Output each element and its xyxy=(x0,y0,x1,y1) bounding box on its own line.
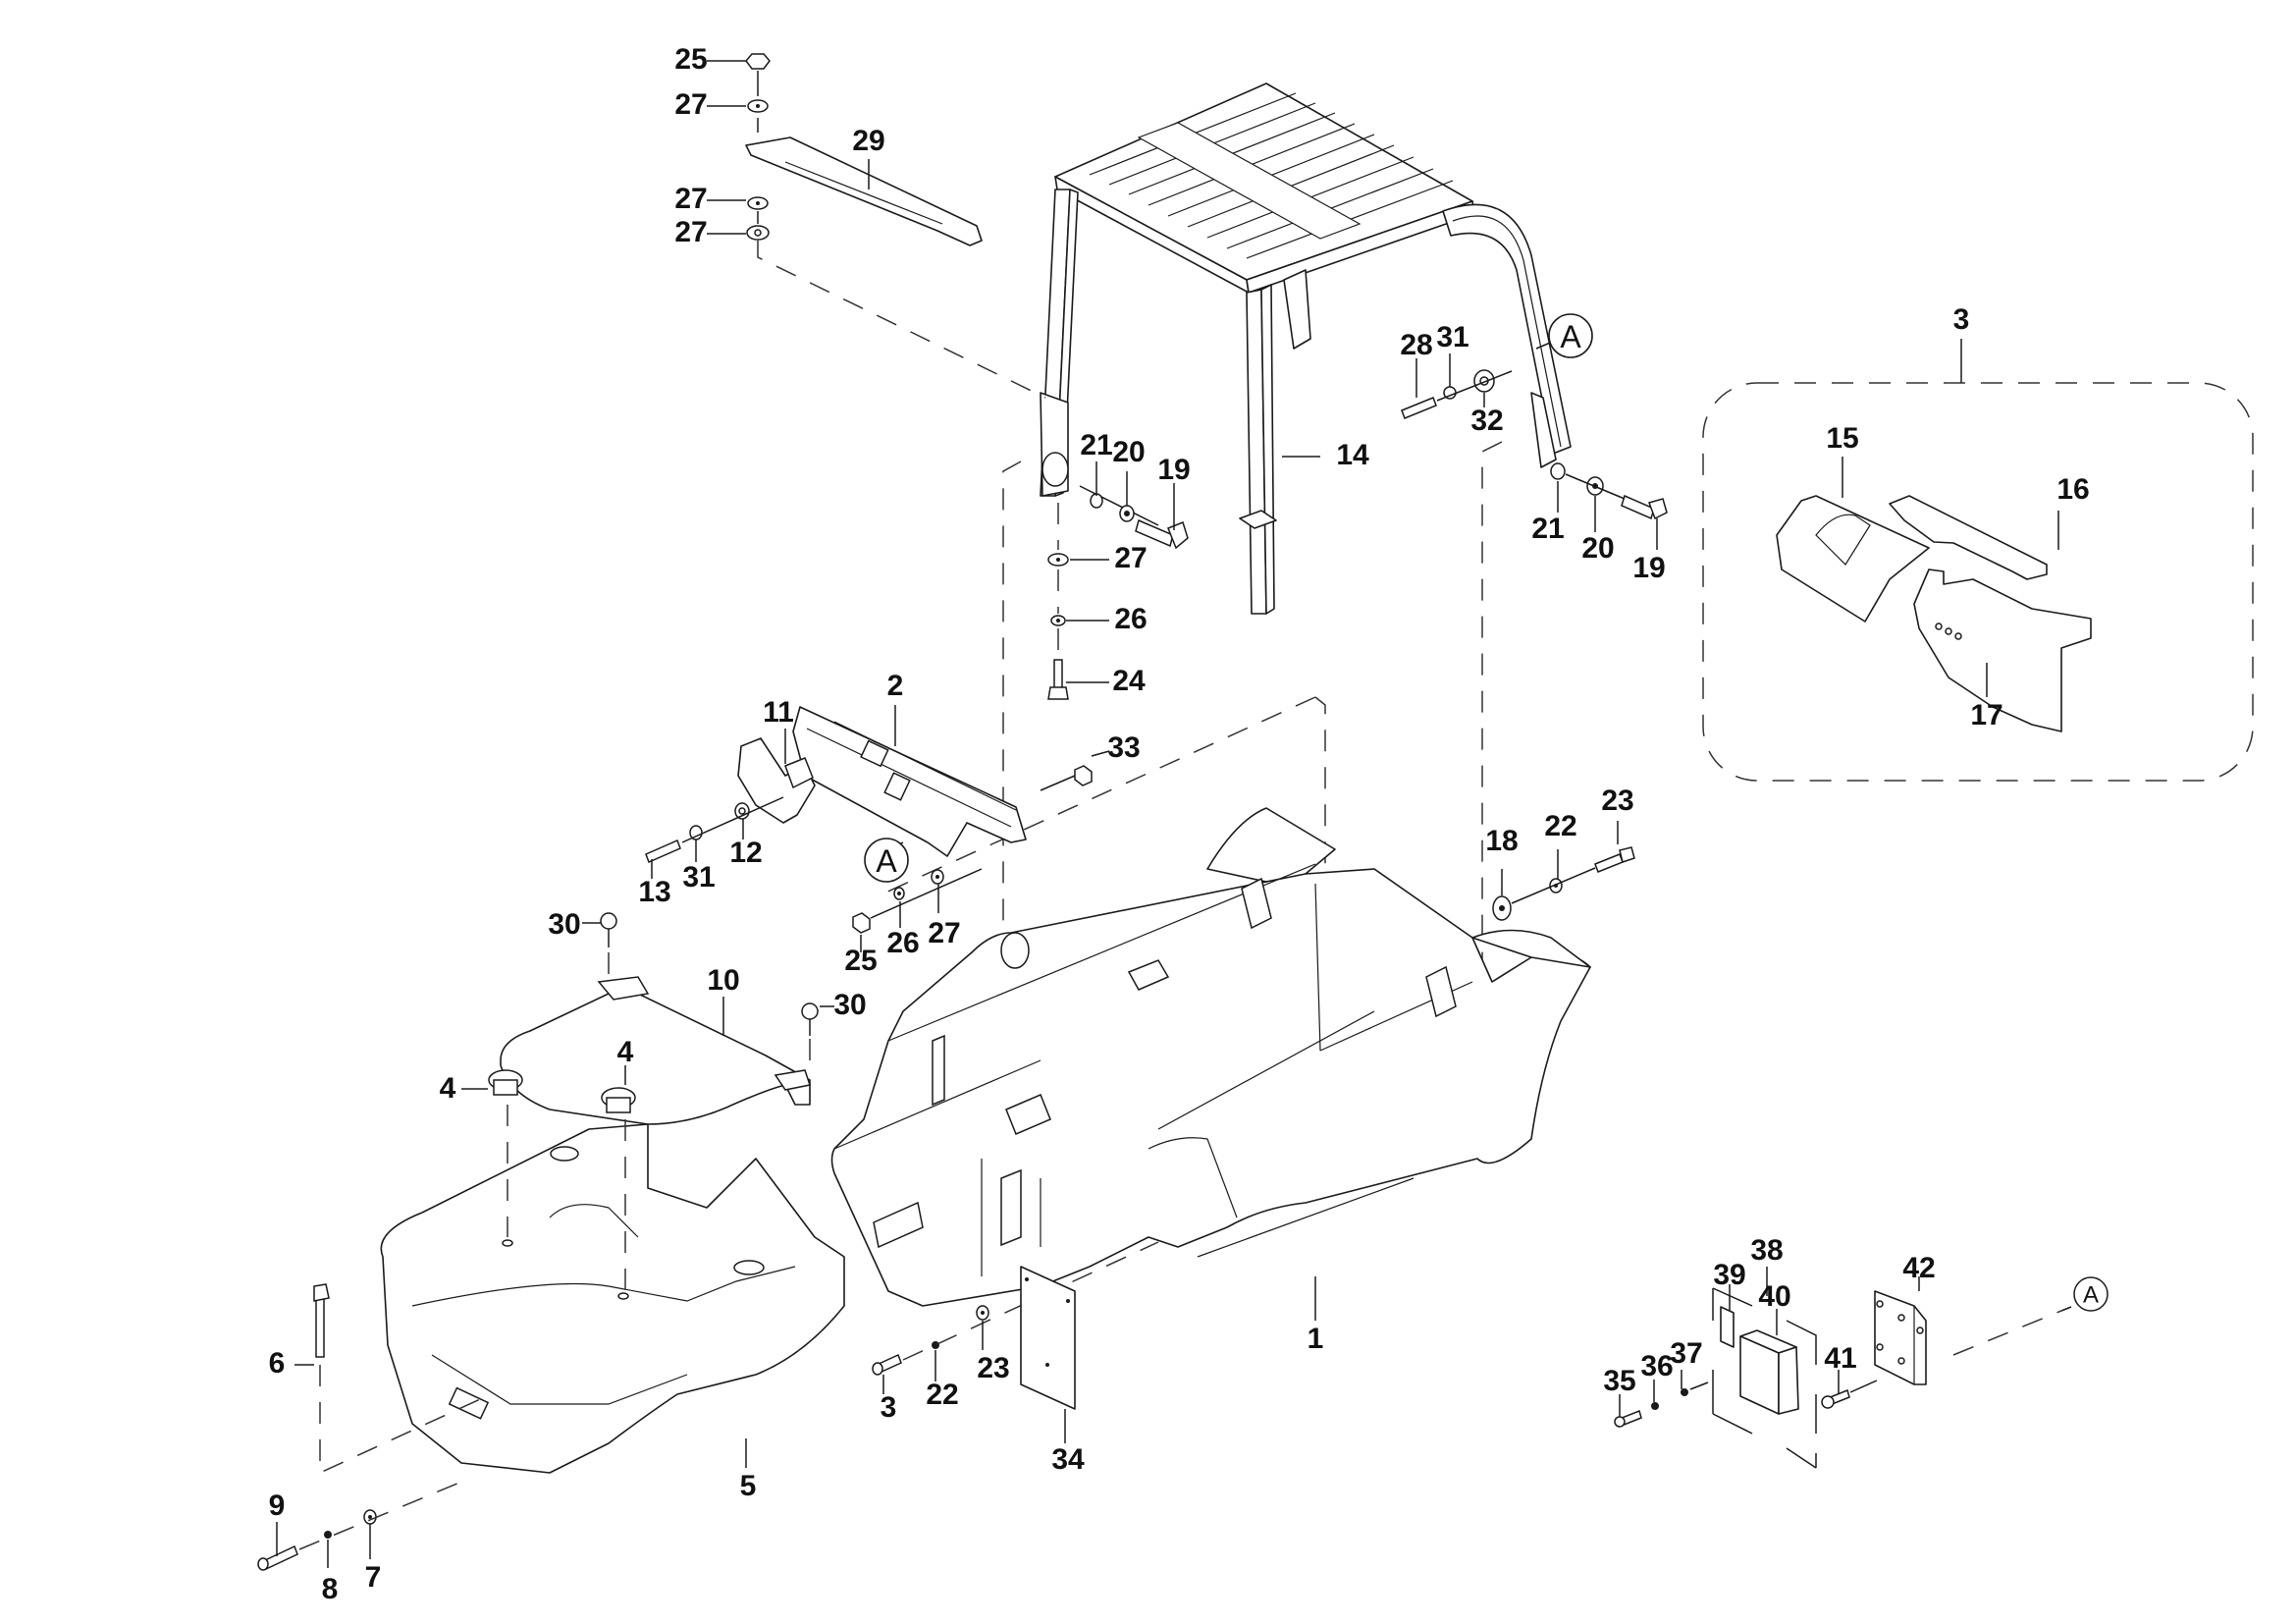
label-22-chassis: 22 xyxy=(1544,810,1576,842)
box-assembly-group xyxy=(1712,1287,1817,1469)
label-18: 18 xyxy=(1485,825,1518,857)
label-26-lower: 26 xyxy=(886,927,919,959)
label-36: 36 xyxy=(1640,1350,1673,1382)
leader-lines xyxy=(276,60,2072,1568)
detail-ref-a-2: A xyxy=(864,838,909,883)
label-30-right: 30 xyxy=(833,989,866,1021)
hinge-bracket xyxy=(737,737,816,824)
label-19-left: 19 xyxy=(1157,454,1190,486)
counterweight-bolt xyxy=(257,1477,472,1571)
cover-plate xyxy=(1889,495,2048,580)
plug-caps xyxy=(488,1069,636,1113)
label-25-top: 25 xyxy=(674,43,707,76)
detail-ref-a-1: A xyxy=(1548,313,1593,358)
label-2: 2 xyxy=(887,670,904,702)
label-27-lower: 27 xyxy=(928,917,960,949)
label-31-hinge: 31 xyxy=(682,861,715,893)
label-27-top1: 27 xyxy=(674,88,707,121)
detail-ref-a-3: A xyxy=(2073,1276,2109,1312)
counterweight xyxy=(380,1105,845,1474)
knob-screws xyxy=(600,912,819,1070)
label-27-top2: 27 xyxy=(674,183,707,215)
svg-text:A: A xyxy=(2083,1282,2099,1309)
cover-set-group-boundary xyxy=(1702,382,2254,782)
label-19-right: 19 xyxy=(1632,552,1665,584)
svg-text:A: A xyxy=(1560,319,1581,354)
hardware-stack-top xyxy=(745,53,771,241)
cross-member-hardware xyxy=(852,765,1093,934)
label-13: 13 xyxy=(638,876,670,908)
label-14: 14 xyxy=(1336,439,1369,471)
label-plate xyxy=(1720,1306,1735,1348)
label-11: 11 xyxy=(763,696,794,729)
lifting-pin xyxy=(313,1283,492,1475)
label-21-right: 21 xyxy=(1531,513,1564,545)
label-10: 10 xyxy=(707,964,739,997)
svg-text:A: A xyxy=(876,843,897,879)
label-8: 8 xyxy=(322,1573,339,1605)
guard-right-hardware xyxy=(1401,369,1668,520)
mounting-bracket xyxy=(1874,1290,1927,1385)
label-37: 37 xyxy=(1670,1337,1702,1370)
chassis-frame xyxy=(830,807,1591,1307)
label-23-chassis: 23 xyxy=(1601,785,1633,817)
label-16: 16 xyxy=(2056,473,2089,506)
box xyxy=(1739,1329,1799,1415)
label-15: 15 xyxy=(1826,422,1858,455)
label-5: 5 xyxy=(740,1470,757,1502)
cross-member-bracket xyxy=(792,706,1027,857)
label-12: 12 xyxy=(729,837,762,869)
label-4-left: 4 xyxy=(440,1072,456,1105)
label-41: 41 xyxy=(1824,1342,1856,1375)
label-27-guard: 27 xyxy=(1114,542,1147,574)
plate xyxy=(1020,1266,1076,1410)
label-29: 29 xyxy=(852,125,884,157)
label-26-guard: 26 xyxy=(1114,603,1147,635)
hinge-hardware xyxy=(645,796,784,864)
label-23-lower: 23 xyxy=(977,1352,1009,1384)
counterweight-cover-plate xyxy=(500,976,811,1125)
lower-middle-hardware xyxy=(872,1241,1159,1376)
strap-bracket xyxy=(745,136,983,246)
label-3-bolt: 3 xyxy=(881,1391,897,1424)
cover-front xyxy=(1776,495,1930,623)
label-6: 6 xyxy=(269,1347,286,1380)
label-35: 35 xyxy=(1603,1365,1635,1397)
cover-side xyxy=(1913,568,2092,732)
label-3-group: 3 xyxy=(1953,303,1970,336)
label-22-lower: 22 xyxy=(926,1379,958,1411)
label-40: 40 xyxy=(1758,1280,1790,1313)
label-25-lower: 25 xyxy=(844,945,877,977)
label-31-guard: 31 xyxy=(1436,321,1468,353)
label-38: 38 xyxy=(1750,1234,1783,1267)
label-7: 7 xyxy=(365,1561,382,1594)
label-28: 28 xyxy=(1400,329,1432,361)
label-27-top3: 27 xyxy=(674,216,707,248)
label-39: 39 xyxy=(1713,1259,1745,1291)
label-21-left: 21 xyxy=(1080,429,1112,461)
label-4-center: 4 xyxy=(617,1036,634,1068)
label-1: 1 xyxy=(1308,1323,1324,1355)
label-17: 17 xyxy=(1970,699,2002,731)
chassis-right-hardware xyxy=(1492,846,1635,921)
overhead-guard xyxy=(1040,82,1572,615)
label-34: 34 xyxy=(1051,1443,1085,1476)
box-hardware xyxy=(1614,1310,2062,1428)
label-32: 32 xyxy=(1470,405,1503,437)
label-42: 42 xyxy=(1902,1252,1935,1284)
part-labels: 1 2 3 3 4 4 5 6 7 8 9 10 11 12 13 14 15 … xyxy=(269,43,2090,1605)
label-33: 33 xyxy=(1107,731,1140,764)
label-24: 24 xyxy=(1112,665,1146,697)
label-9: 9 xyxy=(269,1489,286,1522)
label-20-left: 20 xyxy=(1112,436,1145,468)
label-30-left: 30 xyxy=(548,908,580,941)
label-20-right: 20 xyxy=(1581,532,1614,565)
guard-left-hardware xyxy=(1047,485,1189,700)
